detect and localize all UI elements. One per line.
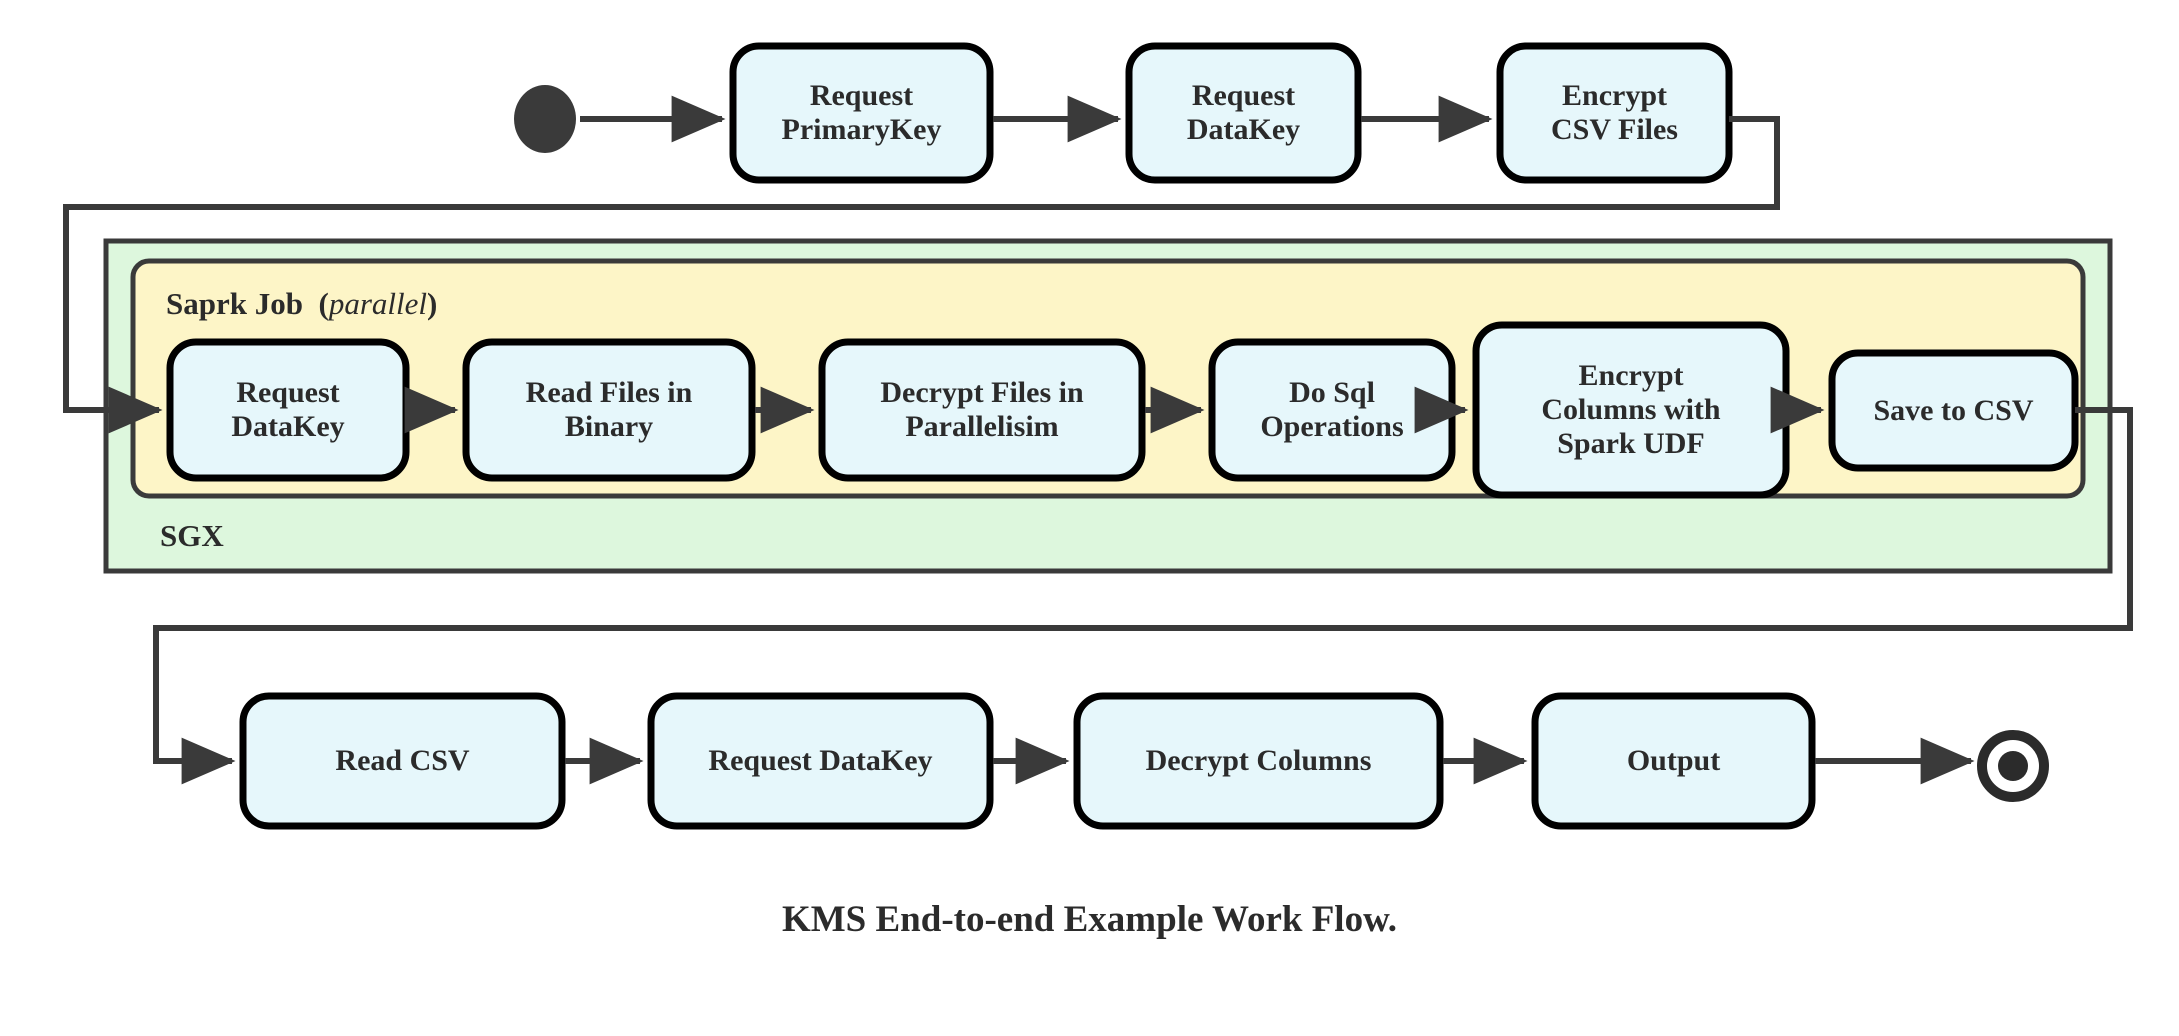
node-encrypt-columns-with-spark-udf[interactable] bbox=[1472, 321, 1790, 499]
end-node-bullseye-inner bbox=[1998, 751, 2028, 781]
node-request-datakey-top[interactable] bbox=[1125, 42, 1362, 184]
group-label-spark-job-text: Saprk Job bbox=[166, 286, 303, 321]
node-decrypt-columns[interactable] bbox=[1073, 692, 1444, 830]
edge-encrypt-csv-files-to-request-datakey-spark bbox=[63, 116, 1780, 434]
group-label-spark-job-annotation-close: ) bbox=[426, 286, 438, 321]
group-label-spark-job: Saprk Job (parallel) bbox=[166, 286, 437, 322]
node-request-datakey-bottom[interactable] bbox=[647, 692, 994, 830]
node-read-files-in-binary[interactable] bbox=[462, 338, 756, 482]
node-do-sql-operations[interactable] bbox=[1208, 338, 1456, 482]
node-encrypt-csv-files[interactable] bbox=[1496, 42, 1733, 184]
edge-save-to-csv-to-read-csv bbox=[153, 407, 2133, 785]
node-request-primarykey[interactable] bbox=[729, 42, 994, 184]
node-read-csv[interactable] bbox=[239, 692, 566, 830]
node-request-datakey-spark[interactable] bbox=[166, 338, 410, 482]
node-output[interactable] bbox=[1531, 692, 1816, 830]
group-label-sgx: SGX bbox=[160, 518, 224, 553]
group-label-spark-job-annotation: parallel bbox=[328, 286, 427, 321]
node-decrypt-files-in-parallelisim[interactable] bbox=[818, 338, 1146, 482]
node-save-to-csv[interactable] bbox=[1828, 349, 2079, 472]
diagram-caption: KMS End-to-end Example Work Flow. bbox=[781, 899, 1398, 940]
start-node-filled-circle bbox=[514, 85, 576, 153]
group-label-spark-job-annotation-open: ( bbox=[302, 286, 329, 321]
